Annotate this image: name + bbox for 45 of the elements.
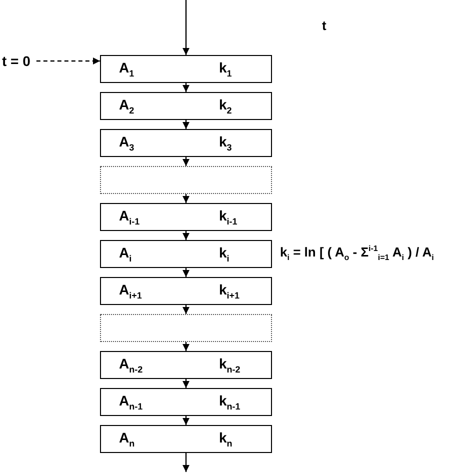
arrow (182, 157, 190, 166)
amount-label: A$_{3}$ (119, 134, 134, 152)
arrow (182, 379, 190, 388)
rate-label: k$_{2}$ (219, 96, 232, 116)
arrow (182, 453, 190, 472)
arrow (182, 416, 190, 425)
rate-label: k$_{1}$ (219, 60, 232, 78)
rate-label: k$_{n-1}$ (219, 392, 240, 412)
arrow (182, 268, 190, 277)
rate-label: k$_{n}$ (219, 430, 232, 448)
arrow (182, 194, 190, 203)
amount-label: A$_{1}$ (119, 60, 134, 78)
rate-label: k$_{i+1}$ (219, 282, 240, 300)
arrow (182, 305, 190, 314)
amount-label: A$_{i}$ (119, 244, 132, 264)
arrow (182, 0, 190, 55)
rate-label: k$_{i-1}$ (219, 208, 238, 226)
layer-box (100, 92, 272, 120)
layer-box (100, 129, 272, 157)
arrow (36, 58, 100, 64)
time-label: t = 0 (2, 53, 30, 69)
rate-formula: k$_{i}$ = ln [ ( A$_{o}$ - Σ$^{i-1}$$_{i=1}$ A$_{i}$ ) / A$_{i}$ (280, 244, 434, 262)
amount-label: A$_{2}$ (119, 96, 134, 116)
layer-box (100, 351, 272, 379)
amount-label: A$_{n}$ (119, 430, 135, 448)
layer-box (100, 425, 272, 453)
arrow (182, 342, 190, 351)
arrow (182, 83, 190, 92)
layer-box (100, 388, 272, 416)
layer-box (100, 203, 272, 231)
layer-box (100, 55, 272, 83)
rate-label: k$_{i}$ (219, 244, 230, 264)
rate-label: k$_{3}$ (219, 134, 232, 152)
layer-box (100, 277, 272, 305)
amount-label: A$_{i-1}$ (119, 208, 140, 226)
empty-layer-box (100, 314, 272, 342)
empty-layer-box (100, 166, 272, 194)
amount-label: A$_{n-1}$ (119, 392, 143, 412)
arrow (182, 120, 190, 129)
rate-label: k$_{n-2}$ (219, 356, 240, 374)
amount-label: A$_{n-2}$ (119, 356, 143, 374)
layer-box (100, 240, 272, 268)
time-axis-label: t (322, 18, 326, 33)
amount-label: A$_{i+1}$ (119, 282, 142, 300)
arrow (182, 231, 190, 240)
